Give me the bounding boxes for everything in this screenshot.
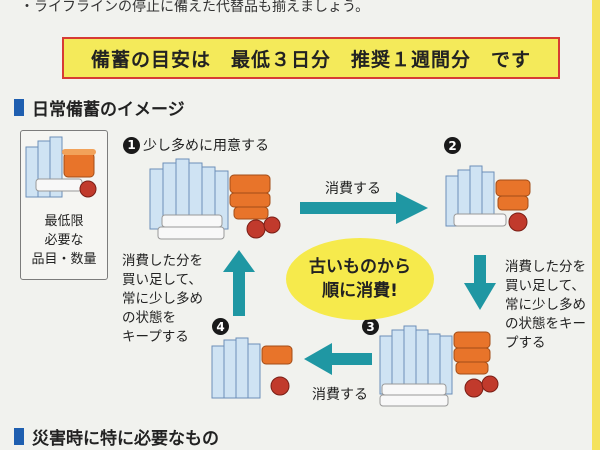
step-2-label: 2 [444, 137, 464, 154]
stock-illustration-1 [149, 158, 281, 240]
left-line-2: 買い足して、 [122, 272, 202, 288]
step-3-label: 3 [362, 318, 382, 335]
right-line-4: の状態をキー [505, 316, 586, 332]
step-4-label: 4 [212, 318, 232, 335]
left-line-5: キープする [122, 329, 189, 345]
left-line-1: 消費した分を [122, 253, 203, 269]
section-title-text: 災害時に特に必要なもの [32, 429, 219, 449]
arrow-down-icon [464, 255, 496, 310]
step-4-number: 4 [212, 318, 229, 335]
right-line-1: 消費した分を [505, 259, 586, 275]
stock-illustration-4 [211, 337, 293, 399]
step-3-number: 3 [362, 318, 379, 335]
section-title-text: 日常備蓄のイメージ [32, 100, 185, 120]
center-line-1: 古いものから [309, 257, 411, 277]
left-line-3: 常に少し多め [122, 291, 203, 307]
heading-bar-icon [14, 428, 24, 445]
step-1-label: 1 少し多めに用意する [123, 135, 269, 155]
step-1-text: 少し多めに用意する [143, 138, 269, 154]
arrow-label-top: 消費する [325, 181, 381, 197]
arrow-right-icon [300, 192, 428, 224]
center-message: 古いものから 順に消費! [286, 238, 434, 320]
arrow-left-icon [304, 343, 372, 375]
left-instruction: 消費した分を 買い足して、 常に少し多め の状態を キープする [122, 252, 203, 347]
minimum-line-3: 品目・数量 [31, 252, 97, 267]
top-note: ・ライフラインの停止に備えた代替品も揃えましょう。 [20, 0, 370, 15]
step-1-number: 1 [123, 136, 140, 154]
minimum-line-2: 必要な [44, 233, 84, 248]
right-line-5: プする [505, 335, 546, 351]
arrow-label-bottom: 消費する [312, 387, 368, 403]
arrow-up-icon [223, 250, 255, 316]
section-title-daily-stock: 日常備蓄のイメージ [14, 95, 185, 120]
stock-illustration-2 [445, 165, 531, 232]
stock-guideline-banner: 備蓄の目安は 最低３日分 推奨１週間分 です [62, 37, 560, 79]
minimum-stock-label: 最低限 必要な 品目・数量 [20, 212, 108, 269]
page-edge-strip [592, 0, 600, 450]
center-line-2: 順に消費! [322, 281, 398, 301]
right-line-2: 買い足して、 [505, 278, 585, 294]
step-2-number: 2 [444, 137, 461, 154]
minimum-line-1: 最低限 [44, 214, 84, 229]
right-line-3: 常に少し多め [505, 297, 586, 313]
stock-illustration-min [25, 136, 97, 198]
section-title-disaster: 災害時に特に必要なもの [14, 424, 219, 449]
heading-bar-icon [14, 99, 24, 116]
left-line-4: の状態を [122, 310, 176, 326]
right-instruction: 消費した分を 買い足して、 常に少し多め の状態をキー プする [505, 258, 586, 353]
stock-illustration-3 [379, 325, 499, 407]
